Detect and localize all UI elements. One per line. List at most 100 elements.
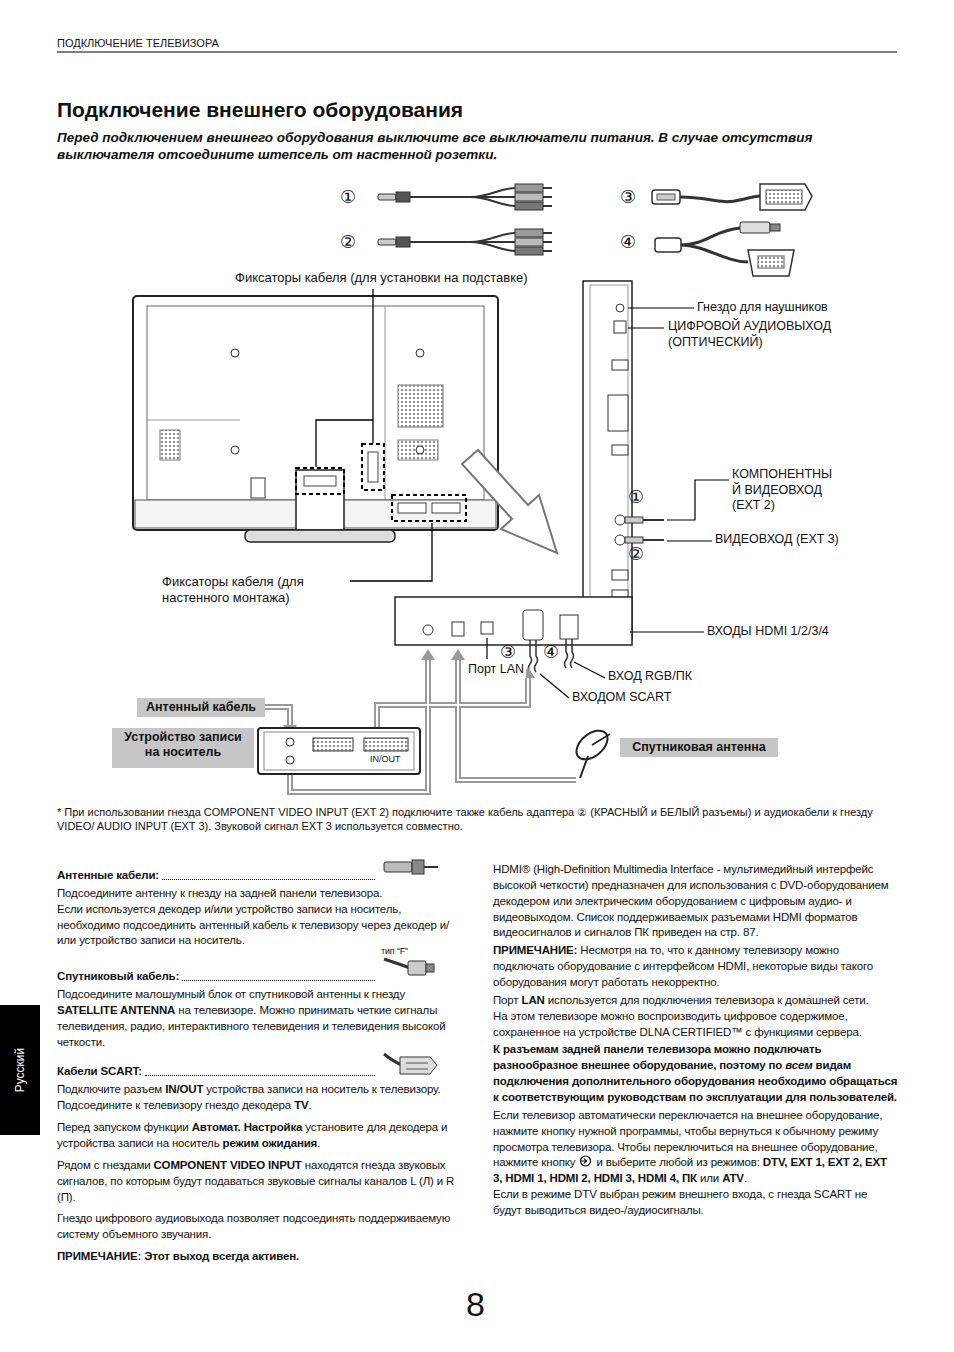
body-text: SATELLITE ANTENNA [57,1004,175,1016]
connector-label: IN/OUT [370,754,401,765]
language-tab-text: Русский [13,1048,28,1093]
body-text: IN/OUT [165,1083,203,1095]
text-column: Антенные кабели: Подсоедините антенну к г… [57,868,462,1265]
paragraph: Если телевизор автоматически переключает… [493,1108,898,1187]
body-text: Если используется декодер и/или устройст… [57,903,449,947]
body-text: . [317,1137,320,1149]
body-text: На этом телевизоре можно воспроизводить … [493,1010,862,1038]
callout-number: ③ [620,186,636,209]
callout-number: ① [340,186,356,209]
paragraph: ПРИМЕЧАНИЕ: Этот выход всегда активен. [57,1249,462,1265]
body-text: COMPONENT VIDEO INPUT [153,1159,301,1171]
clamp-slots [304,452,460,513]
jack-label: Гнездо для наушников [697,300,828,316]
body-text: Перед запуском функции [57,1121,192,1133]
paragraph: Если используется декодер и/или устройст… [57,902,462,950]
body-text: Подключите разъем [57,1083,165,1095]
paragraph: Перед запуском функции Автомат. Настройк… [57,1120,462,1152]
recorder-device [258,728,420,774]
body-text: TV [294,1099,308,1111]
jack-label: ВИДЕОВХОД (EXT 3) [715,532,839,548]
body-text: Рядом с гнездами [57,1159,153,1171]
callout-number: ④ [543,641,559,664]
jack-label: Порт LAN [466,662,526,678]
label-box: Антенный кабель [137,698,265,717]
paragraph: Гнездо цифрового аудиовыхода позволяет п… [57,1211,462,1243]
section-heading: Кабели SCART: [57,1064,142,1080]
paragraph: HDMI® (High-Definition Multimedia Interf… [493,862,898,941]
jack-label: ВХОД RGB/ПК [608,669,692,685]
body-text: Автомат. Настройка [192,1121,303,1133]
body-text: LAN [522,994,545,1006]
cable-icon [382,1050,442,1078]
jack-label: ВХОДЫ HDMI 1/2/3/4 [707,624,829,640]
dot-leader [182,980,375,981]
body-text: всем [785,1059,812,1071]
callout-number: ① [628,486,644,509]
body-text: Гнездо цифрового аудиовыхода позволяет п… [57,1212,450,1240]
body-text: ПРИМЕЧАНИЕ: Этот выход всегда активен. [57,1250,299,1262]
paragraph: Подключите разъем IN/OUT устройства запи… [57,1082,462,1114]
part-label: Фиксаторы кабеля (для установки на подст… [235,270,528,286]
leader-line [487,308,729,698]
tv-back [133,296,498,530]
body-text: . [309,1099,312,1111]
language-tab [0,1005,40,1135]
box-text: Устройство записи на носитель [116,730,250,760]
input-button-icon [578,1156,593,1168]
heading-row: Кабели SCART: [57,1064,375,1080]
rgb-adapter-cable [655,222,794,276]
cable-clamp [296,444,466,521]
heading-row: Спутниковый кабель: [57,969,375,985]
body-text: режим ожидания [223,1137,318,1149]
header-rule [57,52,897,53]
part-label: Фиксаторы кабеля (для настенного монтажа… [160,574,349,607]
intro-warning: Перед подключением внешнего оборудования… [57,130,907,164]
paragraph: Если в режиме DTV выбран режим внешнего … [493,1187,898,1219]
footnote: * При использовании гнезда COMPONENT VID… [57,806,902,834]
body-text: К разъемам задней панели телевизора можн… [493,1043,821,1071]
paragraph: Рядом с гнездами COMPONENT VIDEO INPUT н… [57,1158,462,1206]
body-text: Подсоедините малошумный блок от спутнико… [57,988,405,1000]
body-text: и выберите любой из режимов: [593,1156,763,1168]
label-box: Устройство записи на носитель [112,728,254,768]
callout-number: ④ [620,231,636,254]
scart-adapter-cable [652,184,812,210]
body-text: ПРИМЕЧАНИЕ: [493,944,577,956]
section-heading: Спутниковый кабель: [57,969,179,985]
callout-number: ② [628,543,644,566]
paragraph: Порт LAN используется для подключения те… [493,993,898,1009]
cable-icon [382,955,442,983]
heading-row: Антенные кабели: [57,868,375,884]
leader-line [316,289,373,467]
paragraph: тип “F” [57,947,462,957]
dot-leader [162,879,375,880]
section-heading: Антенные кабели: [57,868,159,884]
dot-leader [145,1075,375,1076]
box-text: Антенный кабель [141,700,261,715]
paragraph: К разъемам задней панели телевизора можн… [493,1042,898,1105]
body-text: . [744,1172,747,1184]
leader-line [350,523,432,581]
paragraph: На этом телевизоре можно воспроизводить … [493,1009,898,1041]
callout-number: ③ [500,641,516,664]
body-text: тип “F” [381,946,408,956]
zoom-arrow [462,450,557,553]
page-title: Подключение внешнего оборудования [57,97,463,123]
body-text: Порт [493,994,522,1006]
adapter-cable [378,184,552,210]
body-text: Подсоедините антенну к гнезду на задней … [57,887,382,899]
adapter-cable [378,229,552,255]
running-header: ПОДКЛЮЧЕНИЕ ТЕЛЕВИЗОРА [57,37,219,51]
body-text: Если в режиме DTV выбран режим внешнего … [493,1188,867,1216]
body-text: используется для подключения телевизора … [545,994,869,1006]
cable-icon [382,854,442,882]
jack-label: ВХОДОМ SCART [572,690,671,706]
paragraph: Подсоедините малошумный блок от спутнико… [57,987,462,1050]
callout-number: ② [340,231,356,254]
box-text: Спутниковая антенна [624,740,774,755]
paragraph: ПРИМЕЧАНИЕ: Несмотря на то, что к данном… [493,943,898,991]
satellite-dish [571,725,613,778]
jack-label: КОМПОНЕНТНЫ Й ВИДЕОВХОД (EXT 2) [732,467,837,514]
